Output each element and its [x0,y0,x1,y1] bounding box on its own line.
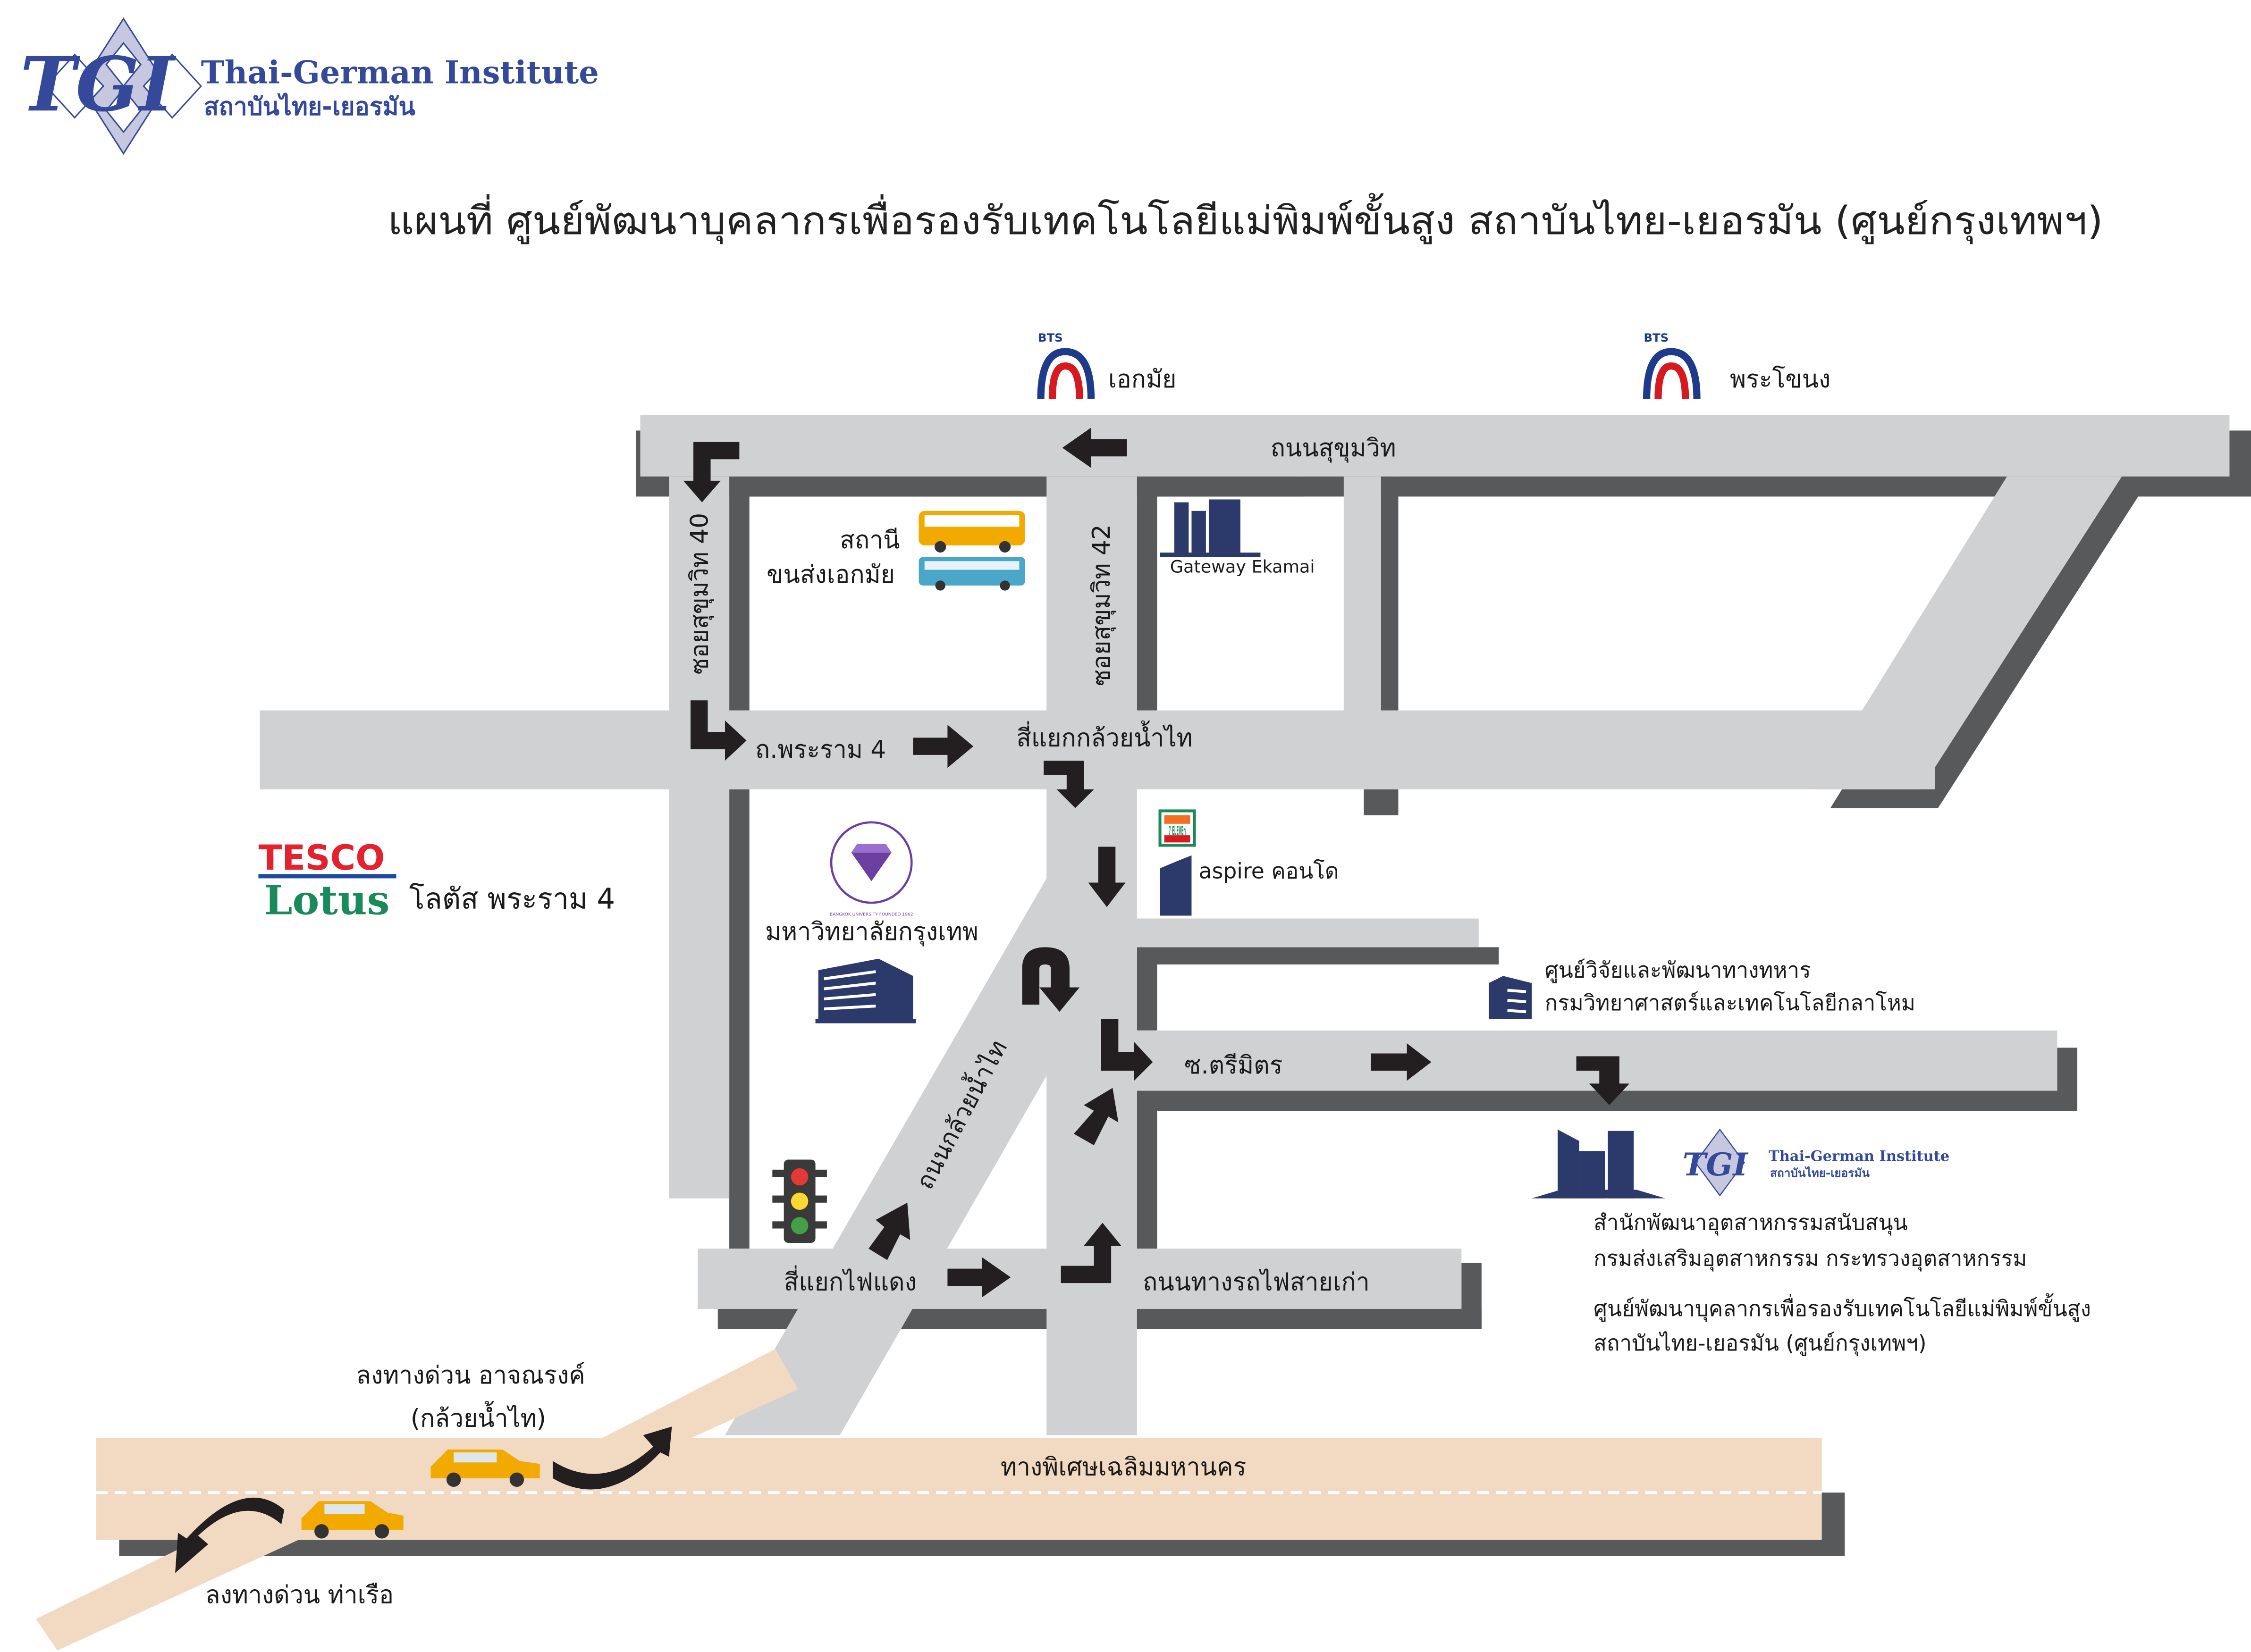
taxi-icon [301,1501,404,1539]
arrow-left-icon [1062,428,1127,468]
road-soi-small [1137,918,1479,948]
svg-text:TGI: TGI [1683,1146,1749,1183]
taxi-icon [430,1449,540,1487]
svg-text:7 ELEVEn: 7 ELEVEn [1169,824,1186,839]
road-side-soi [1343,476,1381,711]
arrow-turn-right-icon [690,700,747,761]
bus-terminal-line2: ขนส่งเอกมัย [767,561,895,589]
label-expressway: ทางพิเศษเฉลิมมหานคร [1001,1453,1246,1482]
tesco-label: โลตัส พระราม 4 [409,882,615,915]
gateway-ekamai: Gateway Ekamai [1160,499,1315,577]
svg-text:BANGKOK UNIVERSITY FOUNDED 196: BANGKOK UNIVERSITY FOUNDED 1962 [830,912,913,917]
tesco-lotus: TESCO Lotus โลตัส พระราม 4 [258,838,615,924]
road-sukhumvit [640,414,2230,477]
building-icon [1532,1129,1666,1199]
traffic-light-icon [772,1159,827,1243]
arrow-up-right-icon [1074,1088,1119,1146]
arrow-right-icon [913,724,974,768]
arrow-turn-down-icon [1044,760,1094,808]
label-soi-trimit: ซ.ตรีมิตร [1184,1051,1282,1080]
tgi-center-line1: ศูนย์พัฒนาบุคลากรเพื่อรองรับเทคโนโลยีแม่… [1593,1293,2091,1322]
page-title: แผนที่ ศูนย์พัฒนาบุคลากรเพื่อรองรับเทคโน… [388,193,2103,244]
bts-logo-icon: BTS [1037,331,1095,399]
route-arrows [175,428,1630,1573]
roads [260,414,2230,1435]
svg-text:Lotus: Lotus [264,877,390,924]
military-center-line1: ศูนย์วิจัยและพัฒนาทางทหาร [1545,957,1811,983]
svg-text:BTS: BTS [1644,331,1669,344]
tgi-destination: TGI Thai-German Institute สถาบันไทย-เยอร… [1532,1128,2091,1357]
tgi-logo: TGI Thai-German Institute สถาบันไทย-เยอร… [20,17,599,155]
svg-text:Thai-German Institute: Thai-German Institute [1769,1148,1949,1165]
bts-logo-icon: BTS [1643,331,1701,399]
arrow-turn-down-icon [683,442,740,503]
tesco-lotus-logo: TESCO Lotus [258,838,396,924]
gateway-label: Gateway Ekamai [1170,557,1315,577]
label-rama-4: ถ.พระราม 4 [755,736,886,764]
aspire-condo: aspire คอนโด [1160,855,1339,916]
label-soi-42: ซอยสุขุมวิท 42 [1088,524,1116,686]
curved-arrow-up-icon [552,1426,672,1490]
seven-eleven-logo: 7 ELEVEn [1158,809,1196,847]
military-center-line2: กรมวิทยาศาสตร์และเทคโนโลยีกลาโหม [1545,990,1915,1015]
arrow-right-icon [947,1257,1011,1298]
bts-ekkamai: BTS เอกมัย [1037,331,1176,399]
bangkok-university: BANGKOK UNIVERSITY FOUNDED 1962 มหาวิทยา… [765,821,978,1023]
building-icon [815,958,916,1023]
arrow-turn-right-icon [1101,1019,1153,1081]
tgi-logo-mark: TGI [20,41,177,128]
curved-arrow-down-icon [175,1497,285,1573]
label-soi-40: ซอยสุขุมวิท 40 [685,513,714,675]
arrow-up-right-icon [868,1202,911,1260]
tgi-diamond-icon [45,17,202,155]
bus-terminal: สถานี ขนส่งเอกมัย [767,511,1025,591]
bus-terminal-line1: สถานี [840,526,900,554]
bus-icon [919,511,1025,591]
label-kluay-intersection: สี่แยกกล้วยน้ำไท [1016,721,1192,753]
road-rama-4 [260,710,1935,789]
exit-arjnarong-line2: (กล้วยน้ำไท) [411,1400,546,1433]
bts-phra-khanong: BTS พระโขนง [1643,331,1830,399]
tgi-small-logo: TGI Thai-German Institute สถาบันไทย-เยอร… [1683,1128,1949,1197]
bangkok-university-seal: BANGKOK UNIVERSITY FOUNDED 1962 [830,821,913,917]
arrow-turn-down-icon [1576,1056,1630,1105]
bangkok-university-label: มหาวิทยาลัยกรุงเทพ [765,918,978,947]
label-old-railway: ถนนทางรถไฟสายเก่า [1143,1268,1370,1296]
arrow-down-icon [1088,847,1126,907]
svg-text:สถาบันไทย-เยอรมัน: สถาบันไทย-เยอรมัน [1770,1166,1870,1180]
building-icon [1160,855,1192,916]
aspire-label: aspire คอนโด [1199,858,1339,883]
road-soi-40 [669,476,730,1199]
tgi-office-line2: กรมส่งเสริมอุตสาหกรรม กระทรวงอุตสาหกรรม [1593,1246,2027,1272]
military-research-center: ศูนย์วิจัยและพัฒนาทางทหาร กรมวิทยาศาสตร์… [1489,957,1915,1019]
svg-text:TESCO: TESCO [258,838,385,878]
tgi-center-line2: สถาบันไทย-เยอรมัน (ศูนย์กรุงเทพฯ) [1593,1331,1926,1357]
tgi-logo-thai: สถาบันไทย-เยอรมัน [204,92,415,121]
building-icon [1489,976,1532,1019]
tgi-logo-english: Thai-German Institute [201,53,599,91]
label-sukhumvit: ถนนสุขุมวิท [1271,434,1396,463]
label-traffic-light-intersection: สี่แยกไฟแดง [784,1265,917,1296]
bts-station-phra-khanong: พระโขนง [1730,365,1830,394]
bts-station-ekkamai: เอกมัย [1108,365,1176,394]
exit-tha-ruea: ลงทางด่วน ท่าเรือ [205,1581,394,1609]
tgi-office-line1: สำนักพัฒนาอุตสาหกรรมสนับสนุน [1593,1210,1908,1236]
arrow-turn-up-icon [1061,1223,1121,1283]
arrow-right-icon [1371,1043,1432,1081]
svg-text:BTS: BTS [1038,331,1063,344]
building-icon [1160,499,1261,557]
exit-arjnarong-line1: ลงทางด่วน อาจณรงค์ [356,1361,585,1390]
